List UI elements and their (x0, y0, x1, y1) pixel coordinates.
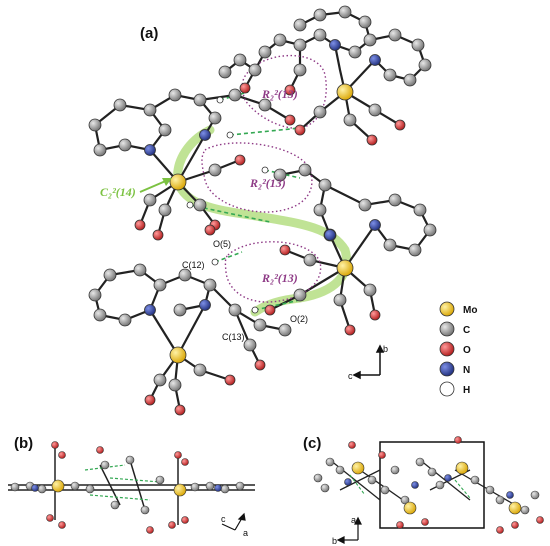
atom-label-c13: C(13) (222, 332, 245, 342)
legend-mo-swatch (439, 301, 455, 317)
oxygen-atoms (134, 82, 406, 416)
atom-label-c12: C(12) (182, 260, 205, 270)
nitrogen-atoms (144, 39, 381, 316)
axis-a-c: c (348, 371, 353, 381)
legend-label-n: N (463, 365, 470, 376)
axis-a-b: b (383, 344, 388, 354)
axes-panel-a (352, 344, 385, 380)
legend-h-swatch (439, 381, 455, 397)
motif-label-r22-upper: R₂²(13) (261, 87, 298, 101)
unit-cell-box (379, 441, 485, 529)
legend-label-mo: Mo (463, 305, 477, 316)
c22-arrow (139, 179, 169, 193)
panel-b-structure (8, 441, 255, 534)
axes-panel-c (336, 516, 362, 544)
panel-label-c: (c) (303, 435, 321, 452)
axis-c-b: b (332, 536, 337, 546)
ring-r22-middle (201, 142, 313, 213)
panel-label-a: (a) (140, 25, 158, 42)
carbon-atoms (88, 5, 437, 392)
motif-label-c22: C₂²(14) (100, 185, 136, 199)
molecule-mid-right-bonds (269, 168, 432, 331)
ring-r22-lower (224, 241, 322, 303)
atom-label-o5: O(5) (213, 239, 231, 249)
hydrogen-atoms (186, 96, 269, 314)
c22-arrowhead (162, 178, 172, 186)
axis-b-a: a (243, 528, 248, 538)
motif-label-r22-middle: R₂²(13) (249, 176, 286, 190)
legend-o-swatch (439, 341, 455, 357)
axes-panel-b (221, 512, 246, 531)
legend-c-swatch (439, 321, 455, 337)
panel-c-structure (313, 436, 544, 534)
atom-label-o2: O(2) (290, 314, 308, 324)
legend-label-o: O (463, 345, 471, 356)
panel-label-b: (b) (14, 435, 33, 452)
legend-label-c: C (463, 325, 470, 336)
axis-b-c: c (221, 514, 226, 524)
molecule-bottom-bonds (93, 268, 286, 411)
motif-label-r22-lower: R₂²(13) (261, 271, 298, 285)
legend-label-h: H (463, 385, 470, 396)
axis-c-a: a (351, 515, 356, 525)
legend-n-swatch (439, 361, 455, 377)
molybdenum-atoms (169, 83, 354, 364)
legend: Mo C O N H (439, 301, 477, 397)
